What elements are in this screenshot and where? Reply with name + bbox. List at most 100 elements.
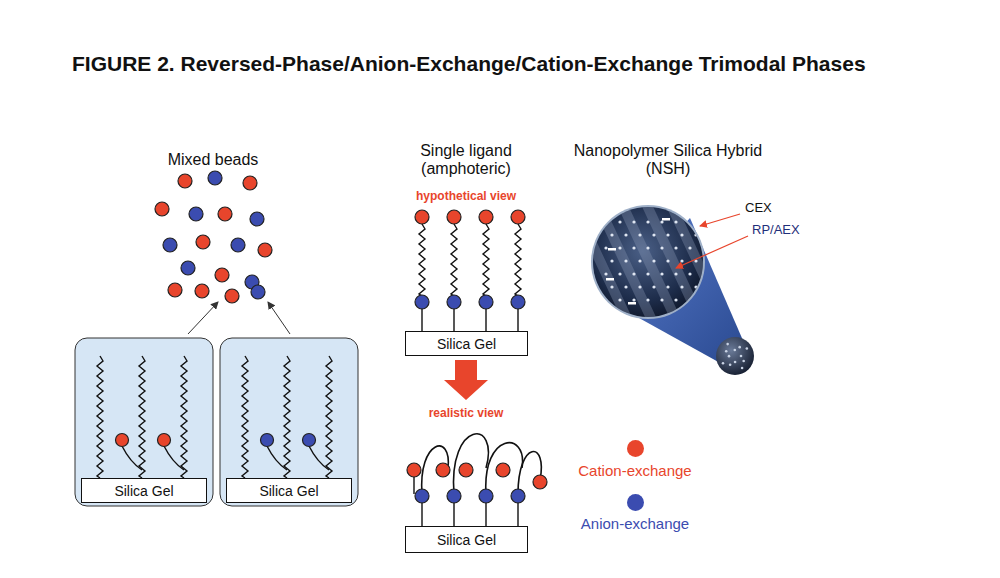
bead: [196, 235, 210, 249]
anion-group: [415, 295, 429, 309]
surface-site: [740, 355, 743, 358]
silica-box: Silica Gel: [226, 478, 352, 503]
spacer-arm: [453, 308, 454, 332]
surface-site: [652, 285, 655, 288]
surface-site: [632, 298, 635, 301]
spacer-arm: [453, 500, 454, 526]
surface-site: [674, 220, 677, 223]
surface-site: [742, 360, 745, 363]
surface-site: [688, 298, 691, 301]
spacer-arm: [164, 446, 184, 470]
surface-site: [688, 272, 691, 275]
surface-site: [618, 220, 621, 223]
bead: [231, 238, 245, 252]
view-label: hypothetical view: [416, 190, 516, 204]
alkyl-chain: [451, 224, 457, 296]
view-label: realistic view: [429, 407, 504, 421]
surface-site: [624, 285, 627, 288]
leader-line: [676, 236, 748, 268]
folded-chain: [486, 443, 523, 494]
surface-site: [652, 259, 655, 262]
surface-site: [624, 259, 627, 262]
surface-site: [694, 233, 697, 236]
ion-exchange-group: [116, 434, 129, 447]
negative-charge: [662, 218, 670, 221]
polymer-strand: [658, 185, 722, 307]
zoom-texture: [578, 185, 722, 344]
surface-site: [652, 233, 655, 236]
surface-site: [674, 298, 677, 301]
bead: [225, 289, 239, 303]
bead: [195, 284, 209, 298]
cation-group: [511, 210, 525, 224]
surface-site: [604, 246, 607, 249]
cation-group: [436, 463, 450, 477]
bead: [181, 261, 195, 275]
bead: [178, 174, 192, 188]
particle-texture: [722, 343, 748, 370]
surface-site: [632, 220, 635, 223]
negative-charge: [608, 248, 616, 251]
callout-label: CEX: [745, 201, 772, 216]
surface-site: [610, 233, 613, 236]
surface-site: [722, 362, 725, 365]
anion-group: [479, 295, 493, 309]
bead-panel: [220, 338, 358, 506]
legend-label: Cation-exchange: [578, 462, 691, 479]
spacer-arm: [267, 446, 287, 470]
surface-site: [660, 246, 663, 249]
bead: [163, 238, 177, 252]
surface-site: [734, 361, 737, 364]
surface-site: [726, 343, 729, 346]
legend-label: Anion-exchange: [581, 515, 689, 532]
cation-group: [447, 210, 461, 224]
anion-group: [511, 489, 525, 503]
legend-swatch: [627, 440, 644, 457]
alkyl-chain: [97, 356, 103, 478]
anion-group: [415, 489, 429, 503]
leader-line: [700, 214, 740, 226]
panel-heading: Mixed beads: [168, 151, 259, 169]
spacer-arm: [421, 500, 422, 526]
surface-site: [618, 272, 621, 275]
surface-site: [646, 272, 649, 275]
box-label: Silica Gel: [114, 483, 173, 499]
spacer-arm: [485, 308, 486, 332]
surface-site: [734, 349, 737, 352]
surface-site: [666, 285, 669, 288]
surface-site: [610, 285, 613, 288]
surface-site: [646, 220, 649, 223]
box-label: Silica Gel: [437, 532, 496, 548]
alkyl-chain: [483, 224, 489, 296]
surface-site: [738, 346, 741, 349]
spacer-arm: [421, 308, 422, 332]
surface-site: [660, 220, 663, 223]
block-arrow: [444, 360, 488, 400]
bead: [168, 283, 182, 297]
alkyl-chain: [284, 356, 290, 478]
negative-charge: [606, 278, 614, 281]
surface-site: [674, 272, 677, 275]
ion-exchange-group: [158, 434, 171, 447]
surface-site: [746, 347, 749, 350]
surface-site: [632, 246, 635, 249]
surface-site: [680, 285, 683, 288]
silica-box: Silica Gel: [81, 478, 207, 503]
callout-label: RP/AEX: [752, 223, 800, 238]
folded-chain: [454, 434, 489, 494]
alkyl-chain: [242, 356, 248, 478]
panel-heading: Single ligand (amphoteric): [406, 142, 526, 179]
surface-site: [688, 220, 691, 223]
surface-site: [638, 259, 641, 262]
surface-site: [610, 259, 613, 262]
ion-exchange-group: [261, 434, 274, 447]
bead: [250, 212, 264, 226]
legend-swatch: [627, 494, 644, 511]
alkyl-chain: [419, 224, 425, 296]
surface-site: [604, 220, 607, 223]
cation-group: [407, 463, 421, 477]
bead-panel: [75, 338, 213, 506]
bead: [189, 207, 203, 221]
spacer-arm: [309, 446, 329, 470]
surface-site: [694, 285, 697, 288]
